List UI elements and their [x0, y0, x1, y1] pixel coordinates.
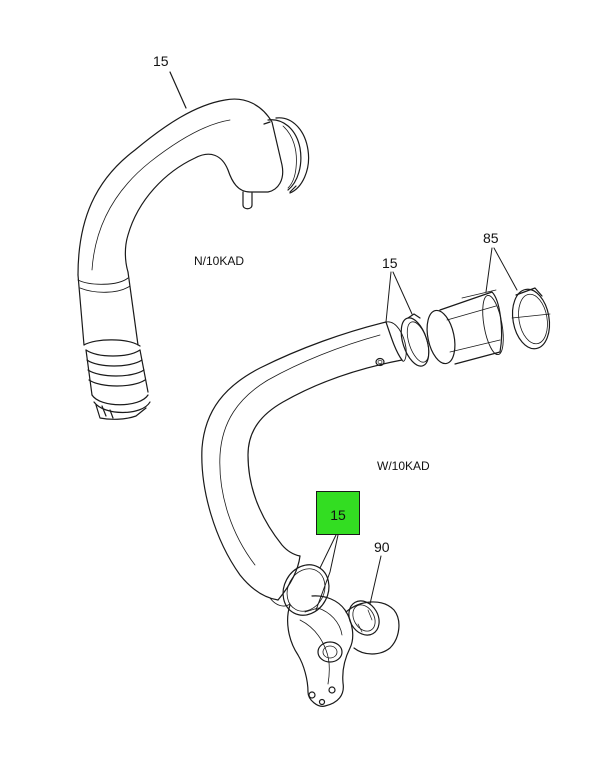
leader-85-b — [493, 247, 518, 291]
lower-hose-left-end — [269, 555, 301, 607]
leader-85-a — [485, 247, 493, 293]
upper-hose-leader — [169, 71, 187, 109]
housing-bolt-3 — [318, 698, 326, 706]
leader-15-lower-a — [385, 271, 392, 323]
callout-highlighted: 15 — [330, 507, 346, 523]
upper-hose-flange — [263, 117, 310, 194]
housing-body — [287, 595, 354, 707]
upper-hose-assembly — [77, 71, 310, 420]
upper-hose-clamp — [91, 394, 151, 420]
upper-hose-contour — [91, 119, 231, 271]
leader-15-highlight-b — [315, 534, 339, 611]
housing-port — [317, 641, 343, 663]
lower-clamp-ring-1 — [400, 313, 430, 367]
upper-hose-body — [77, 98, 284, 276]
leader-90 — [369, 555, 382, 605]
leader-15-lower-b — [392, 271, 413, 315]
housing-bolt-2 — [328, 686, 336, 694]
upper-hose-nipple — [242, 191, 253, 210]
callout-upper-hose: 15 — [153, 53, 169, 69]
elbow-housing — [282, 564, 400, 707]
elbow-ring-90 — [348, 600, 380, 636]
lower-hose-assembly — [201, 287, 551, 607]
variant-label-lower: W/10KAD — [377, 459, 430, 473]
leader-lines — [315, 247, 518, 611]
elbow-clamp-ring — [282, 564, 330, 616]
upper-hose-straight — [77, 271, 139, 346]
callout-sleeve-clamp: 85 — [483, 230, 499, 246]
variant-label-upper: N/10KAD — [194, 254, 245, 268]
callout-elbow: 90 — [374, 539, 390, 555]
coupler-sleeve — [426, 289, 504, 365]
housing-bolt-1 — [308, 691, 316, 699]
callout-lower-clamps: 15 — [382, 255, 398, 271]
lower-hose-contour — [219, 334, 381, 566]
upper-hose-cuff — [83, 339, 149, 396]
lower-hose-right-end — [375, 321, 407, 367]
leader-15-highlight-a — [319, 534, 337, 569]
coupler-clamp-ring — [511, 287, 551, 350]
highlighted-callout-box[interactable]: 15 — [316, 491, 360, 535]
lower-hose-body — [201, 321, 403, 601]
